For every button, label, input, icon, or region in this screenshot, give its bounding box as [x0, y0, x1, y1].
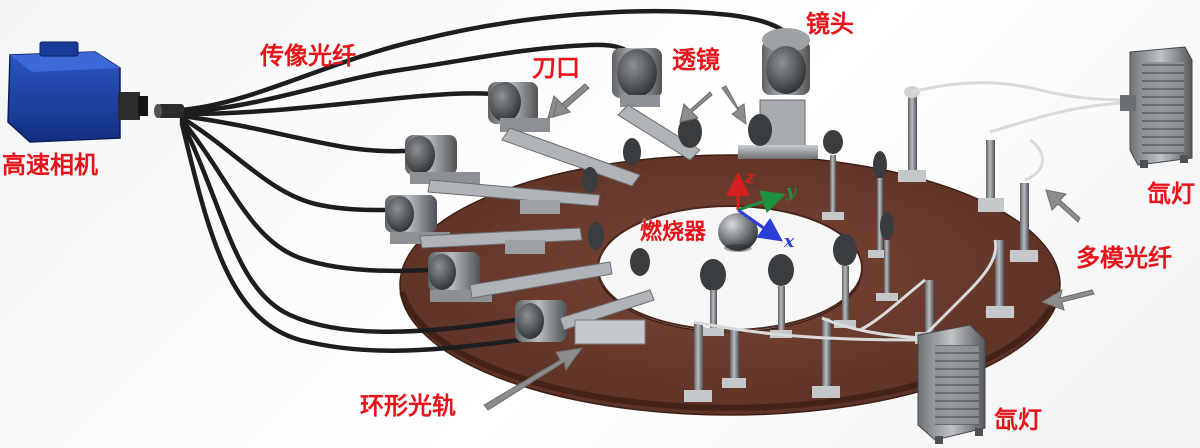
lens-housing-4: [405, 135, 601, 207]
lens-housing-2: [612, 48, 701, 161]
fiber-bundle: [177, 8, 798, 353]
burner-label: 燃烧器: [640, 220, 707, 245]
xenon-lamp-right-label: 氙灯: [1147, 180, 1195, 208]
camera-icon: [7, 41, 184, 143]
axis-z-label: z: [745, 168, 755, 188]
lens-housing-6: [428, 252, 613, 302]
multimode-fiber-label: 多模光纤: [1076, 244, 1172, 272]
axis-y-label: y: [786, 182, 796, 202]
pointer-arrows: [483, 83, 1095, 411]
multimode-fibers: [693, 81, 1139, 342]
lens-housing-5: [385, 195, 583, 249]
lens-top-label: 镜头: [806, 10, 854, 38]
lens-housing-3: [488, 82, 641, 187]
axis-x-label: x: [784, 232, 795, 252]
xenon-lamp-bottom-label: 氙灯: [994, 406, 1042, 434]
xenon-lamp-bottom-icon: [917, 324, 986, 444]
receiver-lenses: [385, 28, 818, 345]
knife-edge-label: 刀口: [532, 54, 580, 82]
lens-housing-1: [738, 28, 818, 159]
ring-rail: [399, 154, 1061, 416]
lenses-label: 透镜: [672, 46, 720, 74]
lens-housing-7: [515, 289, 655, 345]
coordinate-axes-icon: [726, 172, 786, 242]
xenon-lamp-right-icon: [1120, 46, 1193, 168]
fiber-bundle-label: 传像光纤: [260, 42, 356, 70]
camera-label: 高速相机: [2, 151, 98, 179]
ring-rail-label: 环形光轨: [360, 392, 456, 420]
burner-icon: [718, 213, 758, 252]
